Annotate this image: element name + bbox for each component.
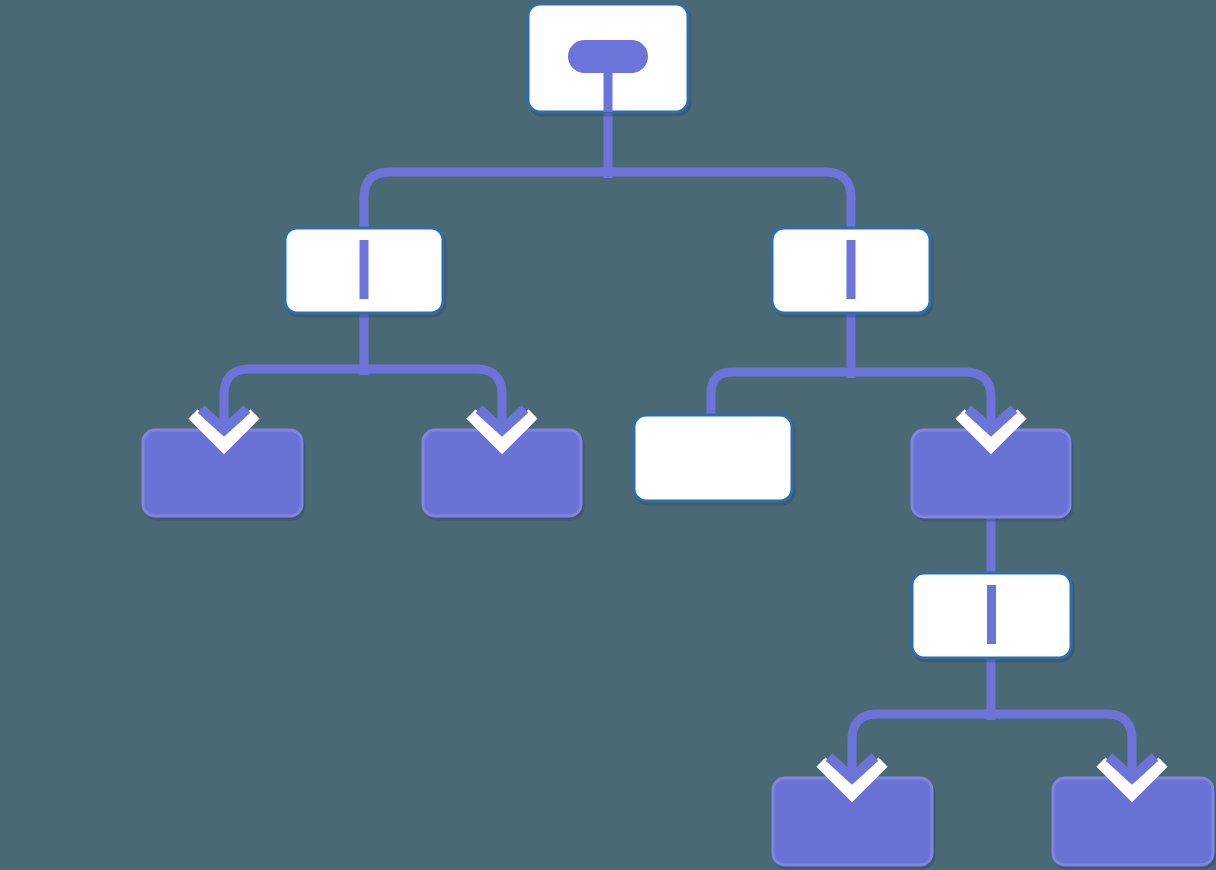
edge-rail-level-2 [359,167,856,228]
node-root [526,2,690,114]
chevron-purple [1105,753,1159,785]
chevron-purple [964,405,1018,437]
double-chevron-arrowhead-icon [955,405,1027,455]
chevron-white [1096,757,1168,803]
edge-rail-bottom-children [847,709,1137,776]
node-sub-branch [910,571,1073,660]
edge-layer [219,112,1137,776]
chevron-white [955,409,1027,455]
double-chevron-arrowhead-icon [188,405,260,455]
chevron-purple [475,405,529,437]
double-chevron-arrowhead-icon [1096,753,1168,803]
node-branch-left [283,226,445,315]
chevron-purple [825,753,879,785]
node-branch-right [770,226,932,315]
start-pill-shape [568,40,648,73]
edge-rail-left-children [219,364,507,428]
edge-rail-right-children [706,367,996,428]
arrowhead-layer [188,405,1168,803]
chevron-purple [197,405,251,437]
chevron-white [188,409,260,455]
double-chevron-arrowhead-icon [816,753,888,803]
node-box [632,413,794,503]
chevron-white [466,409,538,455]
double-chevron-arrowhead-icon [466,405,538,455]
chevron-white [816,757,888,803]
node-blank-node [632,413,794,503]
node-layer [141,2,1215,867]
